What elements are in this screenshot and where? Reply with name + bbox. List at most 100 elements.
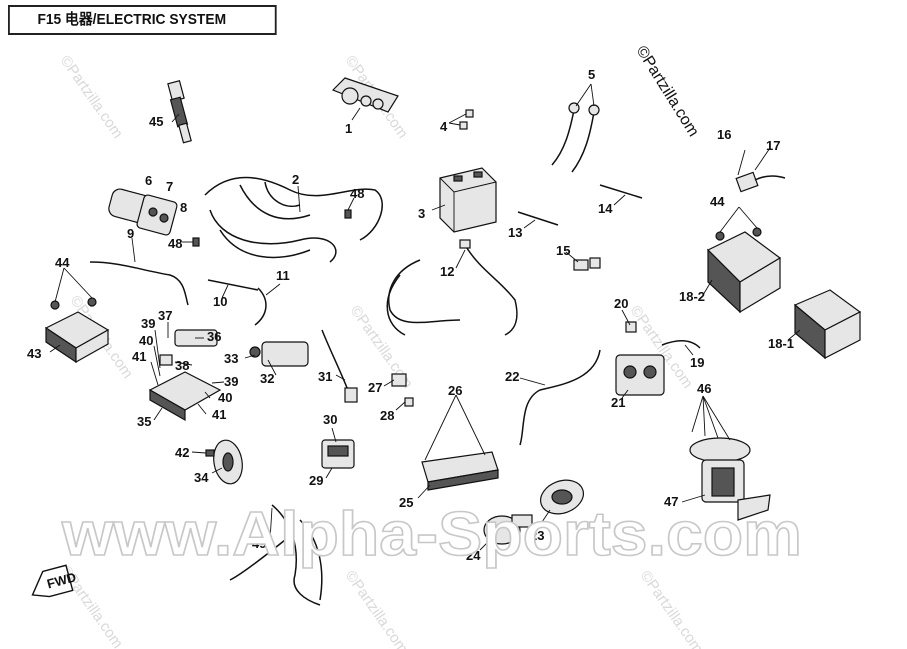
callout-label: 31 [318, 369, 332, 384]
ecu-part [421, 451, 499, 491]
sensor-27-28-part [391, 373, 414, 407]
callout-label: 28 [380, 408, 394, 423]
callout-label: 12 [440, 264, 454, 279]
callout-label: 48 [350, 186, 364, 201]
callout-label: 37 [158, 308, 172, 323]
callout-label: 22 [505, 369, 519, 384]
small-watermark: ©Partzilla.com [57, 53, 127, 142]
callout-label: 21 [611, 395, 625, 410]
leader-lines [49, 83, 801, 551]
callout-label: 17 [766, 138, 780, 153]
callout-label: 30 [323, 412, 337, 427]
callout-label: 18-2 [679, 289, 705, 304]
strap-14-part [599, 184, 643, 199]
bolt-42-part [205, 449, 215, 457]
callout-label: 48 [168, 236, 182, 251]
callout-labels: 1 2 3 4 5 6 7 8 9 10 11 12 13 14 15 16 1… [27, 67, 794, 563]
callout-label: 44 [55, 255, 70, 270]
bolt-part [459, 109, 474, 130]
callout-label: 40 [218, 390, 232, 405]
coil-cap-part [344, 387, 358, 403]
callout-label: 11 [276, 268, 290, 283]
starter-relay-part [615, 321, 665, 396]
callout-label: 13 [508, 225, 522, 240]
callout-label: 39 [141, 316, 155, 331]
harness-49-part [229, 504, 323, 606]
regulator-18-1-part [793, 289, 862, 360]
callout-label: 34 [194, 470, 209, 485]
callout-label: 8 [180, 200, 187, 215]
pickup-24-part [483, 514, 533, 545]
callout-label: 2 [292, 172, 299, 187]
callout-label: 7 [166, 179, 173, 194]
callout-label: 20 [614, 296, 628, 311]
callout-label: 45 [149, 114, 163, 129]
starter-motor-part [689, 437, 771, 521]
alpha-sports-watermark: www.Alpha-Sports.com [61, 500, 802, 569]
callout-label: 47 [664, 494, 678, 509]
callout-label: 35 [137, 414, 151, 429]
callout-label: 19 [690, 355, 704, 370]
small-watermark: ©Partzilla.com [342, 568, 412, 649]
ignition-switch-part [331, 77, 399, 113]
callout-label: 6 [145, 173, 152, 188]
handlebar-switch-part [108, 188, 178, 236]
callout-label: 41 [132, 349, 146, 364]
regulator-43-part [44, 311, 110, 364]
callout-label: 10 [213, 294, 227, 309]
wire-22-part [519, 349, 601, 446]
callout-label: 4 [440, 119, 448, 134]
main-harness-part [204, 176, 383, 263]
relay-15-part [573, 257, 601, 271]
sub-harness-part [386, 239, 518, 336]
callout-label: 14 [598, 201, 613, 216]
regulator-18-2-part [706, 231, 782, 314]
callout-label: 27 [368, 380, 382, 395]
cable-9-part [89, 261, 189, 306]
callout-label: 1 [345, 121, 352, 136]
fwd-label: FWD [45, 569, 77, 591]
clip-48-part [344, 209, 352, 219]
horn-part [213, 439, 243, 485]
sensor-16-17-part [735, 171, 786, 193]
small-watermark: ©Partzilla.com [637, 568, 707, 649]
callout-label: 46 [697, 381, 711, 396]
strap-13-part [517, 211, 559, 226]
relay-29-30-part [321, 439, 355, 469]
stator-cover-part [540, 479, 584, 515]
callout-label: 25 [399, 495, 413, 510]
callout-label: 26 [448, 383, 462, 398]
callout-label: 16 [717, 127, 731, 142]
partzilla-copyright: ©Partzilla.com [633, 43, 702, 140]
callout-label: 15 [556, 243, 570, 258]
callout-label: 38 [175, 358, 189, 373]
callout-label: 40 [139, 333, 153, 348]
callout-label: 36 [207, 329, 221, 344]
callout-label: 24 [466, 548, 481, 563]
fwd-arrow-icon: FWD [31, 564, 78, 598]
sensor-part [551, 102, 600, 173]
bracket-19-part [661, 340, 701, 349]
callout-label: 49 [252, 536, 266, 551]
callout-label: 42 [175, 445, 189, 460]
callout-label: 39 [224, 374, 238, 389]
callout-label: 41 [212, 407, 226, 422]
callout-label: 32 [260, 371, 274, 386]
callout-label: 5 [588, 67, 595, 82]
spark-plug-part [167, 80, 192, 144]
battery-part [439, 167, 497, 233]
tie-10-part [207, 279, 259, 291]
wire-11-part [254, 287, 267, 326]
coil-lead-31-part [321, 329, 351, 396]
diagram-title: F15 电器/ELECTRIC SYSTEM [8, 5, 277, 35]
callout-label: 23 [530, 528, 544, 543]
callout-label: 18-1 [768, 336, 794, 351]
callout-label: 43 [27, 346, 41, 361]
callout-label: 44 [710, 194, 725, 209]
callout-label: 3 [418, 206, 425, 221]
callout-label: 9 [127, 226, 134, 241]
callout-label: 33 [224, 351, 238, 366]
callout-label: 29 [309, 473, 323, 488]
clip-48-part [192, 237, 200, 247]
